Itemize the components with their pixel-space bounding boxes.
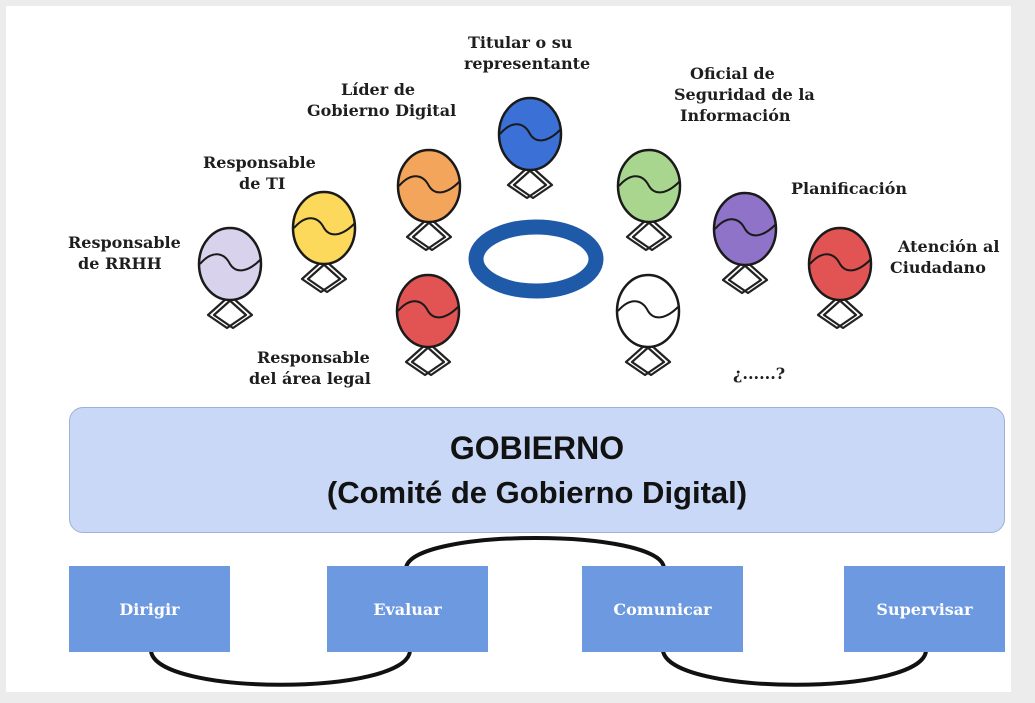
function-supervisar: Supervisar	[844, 566, 1005, 652]
person-wave	[499, 123, 561, 142]
person-wave	[618, 175, 680, 194]
person-legs	[624, 343, 672, 377]
connector-dirigir-evaluar	[149, 650, 412, 687]
label-responsable-rrhh: Responsable de RRHH	[68, 233, 181, 273]
person-legs	[625, 218, 673, 252]
person-legs	[816, 296, 864, 330]
governance-banner: GOBIERNO (Comité de Gobierno Digital)	[69, 407, 1005, 533]
label-otro-participante: ¿......?	[733, 364, 786, 383]
person-figure-rrhh	[197, 226, 263, 330]
label-responsable-ti: Responsable de TI	[203, 153, 316, 193]
person-figure-gobdig	[396, 148, 462, 252]
person-wave	[617, 300, 679, 319]
person-figure-ti	[291, 190, 357, 294]
person-figure-atencion	[807, 226, 873, 330]
diagram-canvas: Responsable de RRHH Responsable de TI Lí…	[6, 6, 1011, 692]
person-figure-titular	[497, 96, 563, 200]
label-responsable-legal: Responsable del área legal	[249, 348, 371, 388]
person-figure-otro	[615, 273, 681, 377]
person-legs	[206, 296, 254, 330]
person-figure-legal	[395, 273, 461, 377]
connector-comunicar-supervisar	[661, 650, 928, 687]
person-legs	[405, 218, 453, 252]
person-wave	[293, 217, 355, 236]
person-figure-plan	[712, 191, 778, 295]
connector-evaluar-comunicar	[404, 536, 666, 569]
function-evaluar: Evaluar	[327, 566, 488, 652]
round-table-ring	[468, 219, 604, 299]
person-legs	[721, 261, 769, 295]
label-atencion-ciudadano: Atención al Ciudadano	[890, 237, 1000, 277]
person-legs	[300, 260, 348, 294]
governance-subtitle: (Comité de Gobierno Digital)	[326, 475, 748, 510]
label-oficial-seguridad: Oficial de Seguridad de la Información	[674, 64, 815, 125]
person-wave	[809, 253, 871, 272]
label-planificacion: Planificación	[791, 179, 908, 198]
committee-figure	[149, 96, 928, 687]
label-lider-gobierno-digital: Líder de Gobierno Digital	[307, 80, 457, 120]
person-wave	[398, 175, 460, 194]
person-wave	[199, 253, 261, 272]
label-titular-representante: Titular o su representante	[464, 33, 591, 73]
person-wave	[397, 300, 459, 319]
person-legs	[404, 343, 452, 377]
person-wave	[714, 218, 776, 237]
function-comunicar: Comunicar	[582, 566, 743, 652]
function-dirigir: Dirigir	[69, 566, 230, 652]
person-figure-seguridad	[616, 148, 682, 252]
person-legs	[506, 166, 554, 200]
governance-title: GOBIERNO	[449, 430, 625, 466]
